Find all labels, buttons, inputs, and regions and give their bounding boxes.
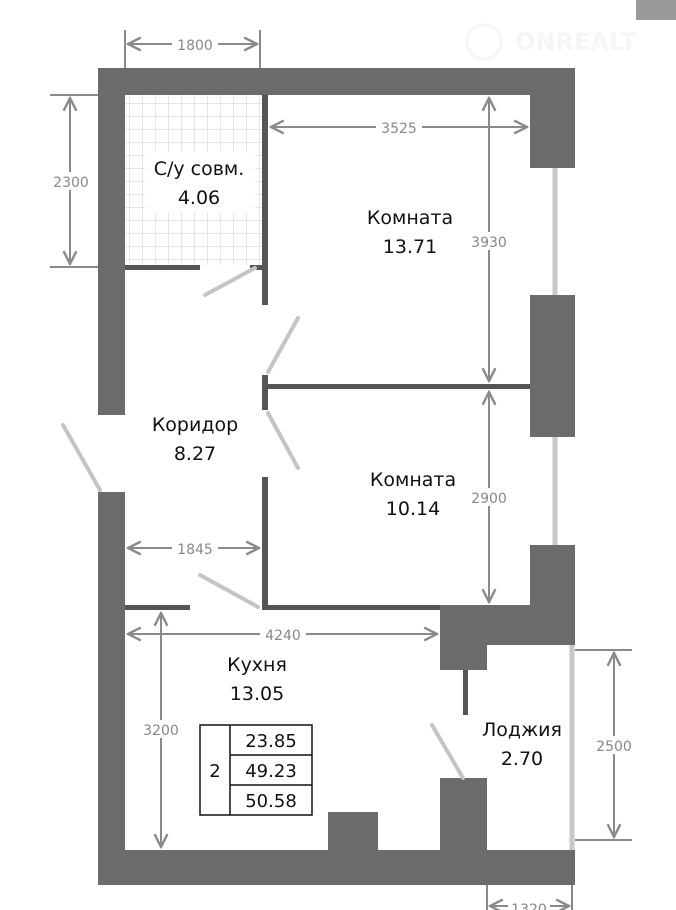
- room-name-corridor: Коридор: [152, 414, 238, 436]
- corner-mark: [636, 0, 676, 20]
- dimension-labels: 1800 2300 3525 3930 2900 1845 4240 3200 …: [50, 35, 635, 910]
- room-area-kitchen: 13.05: [230, 683, 284, 705]
- doors: [61, 266, 465, 780]
- dim-corridor-width: 1845: [177, 542, 213, 558]
- dim-room1-height: 3930: [471, 235, 507, 251]
- dim-kitchen-width: 4240: [265, 628, 301, 644]
- dim-room2-height: 2900: [471, 491, 507, 507]
- watermark-logo: ONREALT: [465, 23, 637, 61]
- total-with-loggia: 50.58: [245, 791, 297, 812]
- room-area-bathroom: 4.06: [178, 187, 220, 209]
- dim-bath-width: 1800: [177, 38, 213, 54]
- dim-loggia-width: 1320: [511, 902, 547, 910]
- rooms-count: 2: [209, 761, 220, 782]
- room-area-corridor: 8.27: [174, 443, 216, 465]
- windows: [552, 168, 575, 850]
- dim-loggia-height: 2500: [596, 739, 632, 755]
- total-area: 49.23: [245, 761, 297, 782]
- dim-room1-width: 3525: [381, 121, 417, 137]
- room-name-loggia: Лоджия: [482, 719, 562, 741]
- room-name-room1: Комната: [367, 207, 453, 229]
- room-labels: С/у совм. 4.06 Комната 13.71 Коридор 8.2…: [145, 152, 562, 770]
- room-area-room1: 13.71: [383, 236, 437, 258]
- dim-bath-height: 2300: [53, 175, 89, 191]
- room-area-room2: 10.14: [386, 498, 440, 520]
- living-area: 23.85: [245, 731, 297, 752]
- outer-walls: [98, 68, 575, 885]
- room-name-bathroom: С/у совм.: [154, 158, 245, 180]
- room-area-loggia: 2.70: [501, 748, 543, 770]
- room-name-room2: Комната: [370, 469, 456, 491]
- svg-text:ONREALT: ONREALT: [515, 28, 637, 56]
- dim-kitchen-height: 3200: [143, 723, 179, 739]
- area-summary-table: 2 23.85 49.23 50.58: [199, 724, 313, 816]
- room-name-kitchen: Кухня: [227, 654, 287, 676]
